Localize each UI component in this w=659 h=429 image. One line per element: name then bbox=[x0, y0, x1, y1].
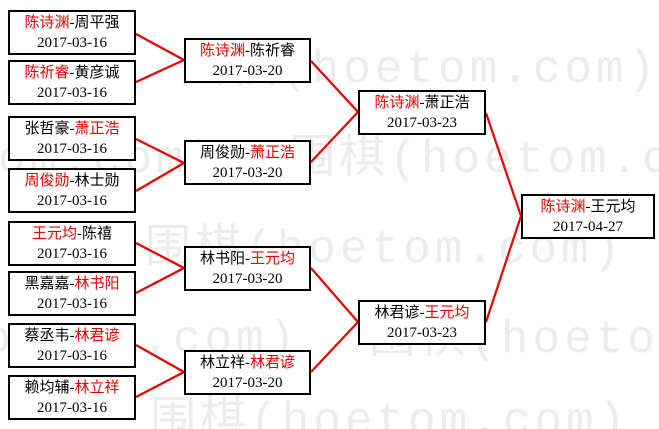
match-r1-m8: 赖均辅-林立祥 2017-03-16 bbox=[8, 375, 136, 420]
player-1: 周俊勋 bbox=[24, 173, 70, 189]
match-r1-m2: 陈祈睿-黄彦诚 2017-03-16 bbox=[8, 60, 136, 105]
player-1: 林君谚 bbox=[374, 305, 420, 321]
match-r1-m3: 张哲豪-萧正浩 2017-03-16 bbox=[8, 116, 136, 161]
player-1: 林书阳 bbox=[199, 251, 245, 267]
vs-dash: - bbox=[69, 15, 75, 31]
player-2: 王元均 bbox=[590, 199, 636, 215]
player-1: 陈诗渊 bbox=[199, 43, 245, 59]
match-date: 2017-03-16 bbox=[37, 141, 107, 157]
player-2: 萧正浩 bbox=[250, 145, 296, 161]
match-r2-m3: 林书阳-王元均 2017-03-20 bbox=[184, 246, 311, 291]
player-1: 张哲豪 bbox=[24, 121, 70, 137]
player-2: 王元均 bbox=[424, 305, 470, 321]
match-players: 赖均辅-林立祥 bbox=[10, 378, 134, 398]
player-2: 林君谚 bbox=[74, 328, 120, 344]
vs-dash: - bbox=[69, 276, 75, 292]
match-r1-m5: 王元均-陈禧 2017-03-16 bbox=[8, 221, 136, 266]
match-players: 蔡丞韦-林君谚 bbox=[10, 326, 134, 346]
player-1: 陈祈睿 bbox=[24, 65, 70, 81]
vs-dash: - bbox=[245, 145, 250, 161]
match-r1-m1: 陈诗渊-周平强 2017-03-16 bbox=[8, 10, 136, 55]
player-2: 林书阳 bbox=[74, 276, 120, 292]
vs-dash: - bbox=[245, 251, 250, 267]
player-1: 陈诗渊 bbox=[540, 199, 586, 215]
match-date: 2017-03-16 bbox=[37, 85, 107, 101]
player-2: 萧正浩 bbox=[74, 121, 120, 137]
player-1: 陈诗渊 bbox=[24, 15, 70, 31]
match-r2-m4: 林立祥-林君谚 2017-03-20 bbox=[184, 350, 311, 395]
vs-dash: - bbox=[69, 65, 75, 81]
match-date: 2017-03-23 bbox=[387, 325, 457, 341]
vs-dash: - bbox=[245, 43, 250, 59]
match-date: 2017-03-16 bbox=[37, 246, 107, 262]
vs-dash: - bbox=[419, 305, 425, 321]
player-2: 林立祥 bbox=[74, 380, 120, 396]
match-r2-m1: 陈诗渊-陈祈睿 2017-03-20 bbox=[184, 38, 311, 83]
player-2: 林士勋 bbox=[74, 173, 120, 189]
match-date: 2017-03-23 bbox=[387, 115, 457, 131]
match-players: 林君谚-王元均 bbox=[360, 303, 484, 323]
match-date: 2017-03-16 bbox=[37, 296, 107, 312]
match-r1-m7: 蔡丞韦-林君谚 2017-03-16 bbox=[8, 323, 136, 368]
match-players: 周俊勋-萧正浩 bbox=[186, 143, 309, 163]
player-2: 黄彦诚 bbox=[74, 65, 120, 81]
match-r1-m6: 黑嘉嘉-林书阳 2017-03-16 bbox=[8, 271, 136, 316]
player-2: 周平强 bbox=[74, 15, 120, 31]
player-2: 陈禧 bbox=[82, 226, 113, 242]
player-1: 黑嘉嘉 bbox=[24, 276, 70, 292]
vs-dash: - bbox=[245, 355, 250, 371]
match-sf-m1: 陈诗渊-萧正浩 2017-03-23 bbox=[358, 90, 486, 135]
match-players: 王元均-陈禧 bbox=[10, 224, 134, 244]
player-1: 周俊勋 bbox=[199, 145, 245, 161]
player-2: 王元均 bbox=[250, 251, 296, 267]
match-date: 2017-03-20 bbox=[212, 165, 283, 181]
match-r1-m4: 周俊勋-林士勋 2017-03-16 bbox=[8, 168, 136, 213]
match-players: 周俊勋-林士勋 bbox=[10, 171, 134, 191]
match-date: 2017-03-16 bbox=[37, 400, 107, 416]
match-players: 陈诗渊-周平强 bbox=[10, 13, 134, 33]
vs-dash: - bbox=[69, 173, 75, 189]
match-players: 陈诗渊-王元均 bbox=[523, 197, 653, 217]
match-final: 陈诗渊-王元均 2017-04-27 bbox=[521, 194, 655, 239]
player-1: 蔡丞韦 bbox=[24, 328, 70, 344]
match-players: 陈祈睿-黄彦诚 bbox=[10, 63, 134, 83]
player-2: 林君谚 bbox=[250, 355, 296, 371]
match-sf-m2: 林君谚-王元均 2017-03-23 bbox=[358, 300, 486, 345]
vs-dash: - bbox=[69, 121, 75, 137]
player-2: 萧正浩 bbox=[424, 95, 470, 111]
match-date: 2017-04-27 bbox=[553, 219, 623, 235]
match-players: 林书阳-王元均 bbox=[186, 249, 309, 269]
player-2: 陈祈睿 bbox=[250, 43, 296, 59]
vs-dash: - bbox=[585, 199, 591, 215]
match-players: 林立祥-林君谚 bbox=[186, 353, 309, 373]
match-players: 黑嘉嘉-林书阳 bbox=[10, 274, 134, 294]
vs-dash: - bbox=[69, 380, 75, 396]
player-1: 王元均 bbox=[31, 226, 77, 242]
match-date: 2017-03-16 bbox=[37, 348, 107, 364]
match-players: 陈诗渊-陈祈睿 bbox=[186, 41, 309, 61]
match-date: 2017-03-20 bbox=[212, 63, 283, 79]
player-1: 林立祥 bbox=[199, 355, 245, 371]
vs-dash: - bbox=[419, 95, 425, 111]
match-date: 2017-03-20 bbox=[212, 271, 283, 287]
match-players: 张哲豪-萧正浩 bbox=[10, 119, 134, 139]
vs-dash: - bbox=[77, 226, 82, 242]
match-r2-m2: 周俊勋-萧正浩 2017-03-20 bbox=[184, 140, 311, 185]
watermark-text: 围棋(hoetom.com)围棋(hoetom.com) bbox=[150, 396, 630, 429]
match-players: 陈诗渊-萧正浩 bbox=[360, 93, 484, 113]
match-date: 2017-03-16 bbox=[37, 193, 107, 209]
player-1: 陈诗渊 bbox=[374, 95, 420, 111]
player-1: 赖均辅 bbox=[24, 380, 70, 396]
match-date: 2017-03-16 bbox=[37, 35, 107, 51]
vs-dash: - bbox=[69, 328, 75, 344]
match-date: 2017-03-20 bbox=[212, 375, 283, 391]
